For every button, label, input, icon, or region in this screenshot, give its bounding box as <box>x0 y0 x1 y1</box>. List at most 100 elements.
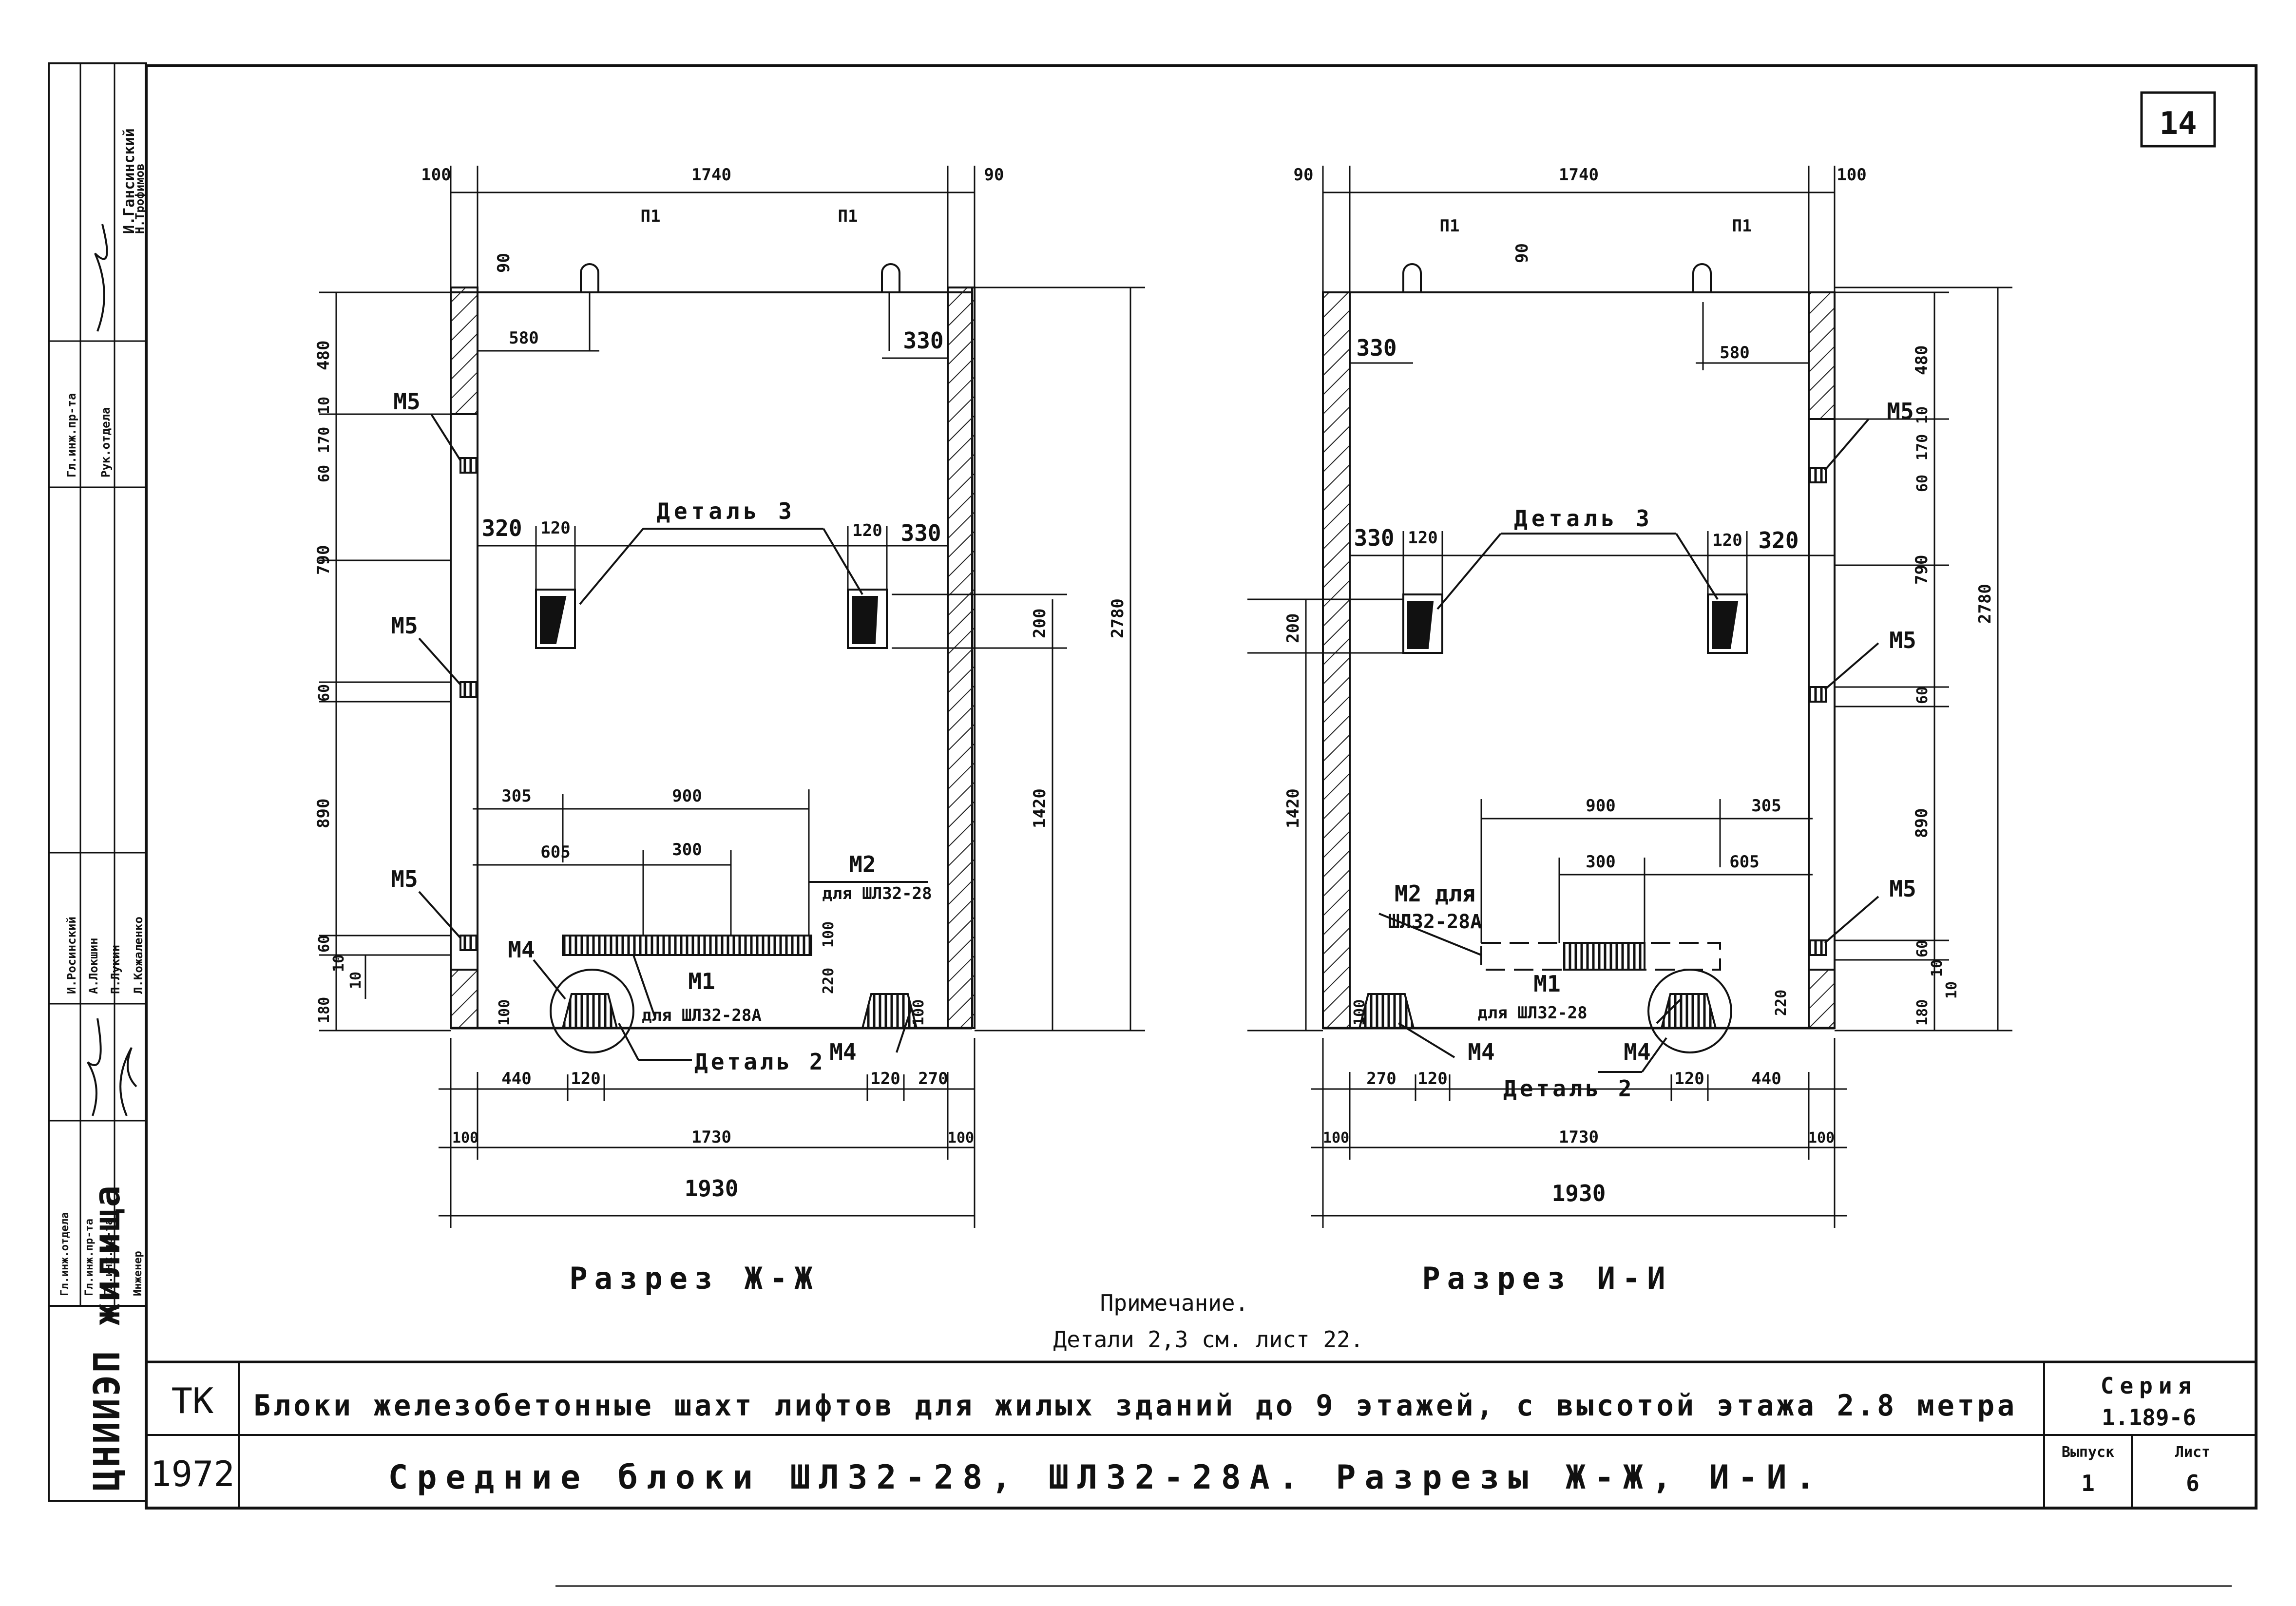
right-m1-label: М1 <box>1533 971 1560 997</box>
left-dim-b1-270: 270 <box>918 1069 948 1089</box>
right-vdim-200: 200 <box>1283 613 1303 643</box>
embed-m5-upper <box>1808 467 1827 483</box>
right-m5-label-3: М5 <box>1889 876 1916 902</box>
detail3-opening-right <box>847 589 888 649</box>
right-vdim-10b: 10 <box>1929 959 1946 977</box>
left-m4-label-2: М4 <box>829 1039 856 1065</box>
left-dim-low-300: 300 <box>672 840 702 860</box>
right-detail2-label: Деталь 2 <box>1503 1075 1635 1102</box>
sheet-value: 6 <box>2186 1470 2200 1496</box>
embed-m5-lower <box>459 935 478 951</box>
left-dim-b2-1730: 1730 <box>691 1128 731 1147</box>
right-dim-det3-120b: 120 <box>1712 531 1742 550</box>
right-dim-b1-120b: 120 <box>1674 1069 1704 1089</box>
right-vdim-10a: 10 <box>1914 406 1931 424</box>
lifting-loop-right <box>881 263 900 292</box>
embed-m1-bar <box>1563 942 1645 971</box>
left-vdim-100a: 100 <box>820 921 837 948</box>
right-loop-label-1: П1 <box>1440 216 1460 236</box>
left-m5-label-1: М5 <box>393 388 420 415</box>
left-section-title: Разрез Ж-Ж <box>569 1261 819 1296</box>
left-vdim-480: 480 <box>314 341 333 370</box>
left-dim-det3-120b: 120 <box>852 521 882 540</box>
left-loop-label-2: П1 <box>838 207 858 226</box>
right-m5-label-2: М5 <box>1889 627 1916 653</box>
stamp-role-top-2: Рук.отдела <box>99 407 113 478</box>
right-dim-330: 330 <box>1356 335 1397 361</box>
right-dim-mid-900: 900 <box>1586 796 1615 816</box>
sheet-label: Лист <box>2175 1444 2210 1461</box>
left-vdim-1420: 1420 <box>1030 788 1050 828</box>
issue-value: 1 <box>2081 1470 2095 1496</box>
left-dim-det3-120a: 120 <box>540 518 570 538</box>
note-text: Детали 2,3 см. лист 22. <box>1053 1326 1364 1353</box>
lifting-loop-left <box>1402 263 1422 292</box>
right-vdim-180: 180 <box>1914 999 1931 1026</box>
stamp-name-4: Л.Кожаленко <box>132 917 145 994</box>
left-dim-b1-440: 440 <box>501 1069 531 1089</box>
embed-m5-upper <box>459 457 478 474</box>
note-heading: Примечание. <box>1100 1290 1249 1316</box>
embed-m1-bar <box>562 935 812 956</box>
lifting-loop-right <box>1692 263 1712 292</box>
left-dim-b1-120a: 120 <box>571 1069 600 1089</box>
right-vdim-10c: 10 <box>1943 981 1960 999</box>
left-vdim-170: 170 <box>316 427 333 453</box>
detail2-circle <box>1647 969 1732 1053</box>
side-stamp <box>48 62 147 1502</box>
right-m1-note: для ШЛ32-28 <box>1477 1003 1587 1023</box>
left-dim-det3-320: 320 <box>481 515 522 541</box>
right-vdim-60a: 60 <box>1914 475 1931 492</box>
right-dim-b2-1730: 1730 <box>1559 1128 1599 1147</box>
left-loop-offset: 90 <box>494 253 514 273</box>
left-dim-top-1740: 1740 <box>691 165 731 185</box>
right-dim-b3-1930: 1930 <box>1552 1180 1606 1206</box>
issue-label: Выпуск <box>2062 1444 2114 1461</box>
right-dim-b2-100a: 100 <box>1323 1129 1349 1147</box>
signature-mark <box>87 1018 102 1116</box>
right-vdim-480: 480 <box>1912 345 1932 375</box>
left-m2-note: для ШЛ32-28 <box>822 884 932 903</box>
right-vdim-890: 890 <box>1912 808 1932 838</box>
left-dim-mid-900: 900 <box>672 786 702 806</box>
right-loop-label-2: П1 <box>1732 216 1752 236</box>
embed-m4-left <box>1358 993 1415 1029</box>
left-dim-580: 580 <box>509 328 538 348</box>
left-vdim-60c: 60 <box>316 935 333 953</box>
title-line-2: Средние блоки ШЛ32-28, ШЛ32-28А. Разрезы… <box>388 1458 1824 1497</box>
series-label: Серия <box>2101 1373 2197 1399</box>
left-vdim-180: 180 <box>316 997 333 1023</box>
right-section-title: Разрез И-И <box>1422 1261 1672 1296</box>
left-vdim-10c: 10 <box>347 972 364 989</box>
detail3-opening-left <box>1402 593 1443 654</box>
right-dim-det3-320: 320 <box>1758 527 1799 554</box>
stamp-name-top-2: Н.Трофимов <box>133 164 147 234</box>
right-m4-label-2: М4 <box>1624 1039 1650 1065</box>
title-code: ТК <box>172 1380 214 1421</box>
left-detail2-label: Деталь 2 <box>694 1049 826 1075</box>
right-vdim-100: 100 <box>1351 999 1368 1026</box>
right-dim-top-90: 90 <box>1294 165 1314 185</box>
right-dim-b1-120a: 120 <box>1417 1069 1447 1089</box>
stamp-name-1: И.Росинский <box>65 917 78 994</box>
stamp-name-2: А.Локшин <box>87 937 100 994</box>
left-m5-label-3: М5 <box>391 866 418 892</box>
right-vdim-170: 170 <box>1914 434 1931 460</box>
embed-m4-right <box>861 993 918 1029</box>
right-dim-b1-270: 270 <box>1366 1069 1396 1089</box>
detail2-circle <box>550 969 634 1053</box>
detail3-opening-right <box>1707 593 1748 654</box>
left-m2-label: М2 <box>849 851 876 878</box>
right-vdim-60c: 60 <box>1914 940 1931 957</box>
embed-m4-left <box>561 993 618 1029</box>
right-vdim-60b: 60 <box>1914 687 1931 704</box>
detail3-opening-left <box>535 589 576 649</box>
right-dim-580: 580 <box>1720 343 1749 363</box>
right-dim-b2-100b: 100 <box>1808 1129 1835 1147</box>
right-vdim-220: 220 <box>1773 990 1790 1016</box>
right-detail3-label: Деталь 3 <box>1514 505 1653 532</box>
signature-mark <box>119 1047 137 1116</box>
left-vdim-60b: 60 <box>316 684 333 702</box>
stamp-name-3: П.Лукин <box>109 945 122 994</box>
